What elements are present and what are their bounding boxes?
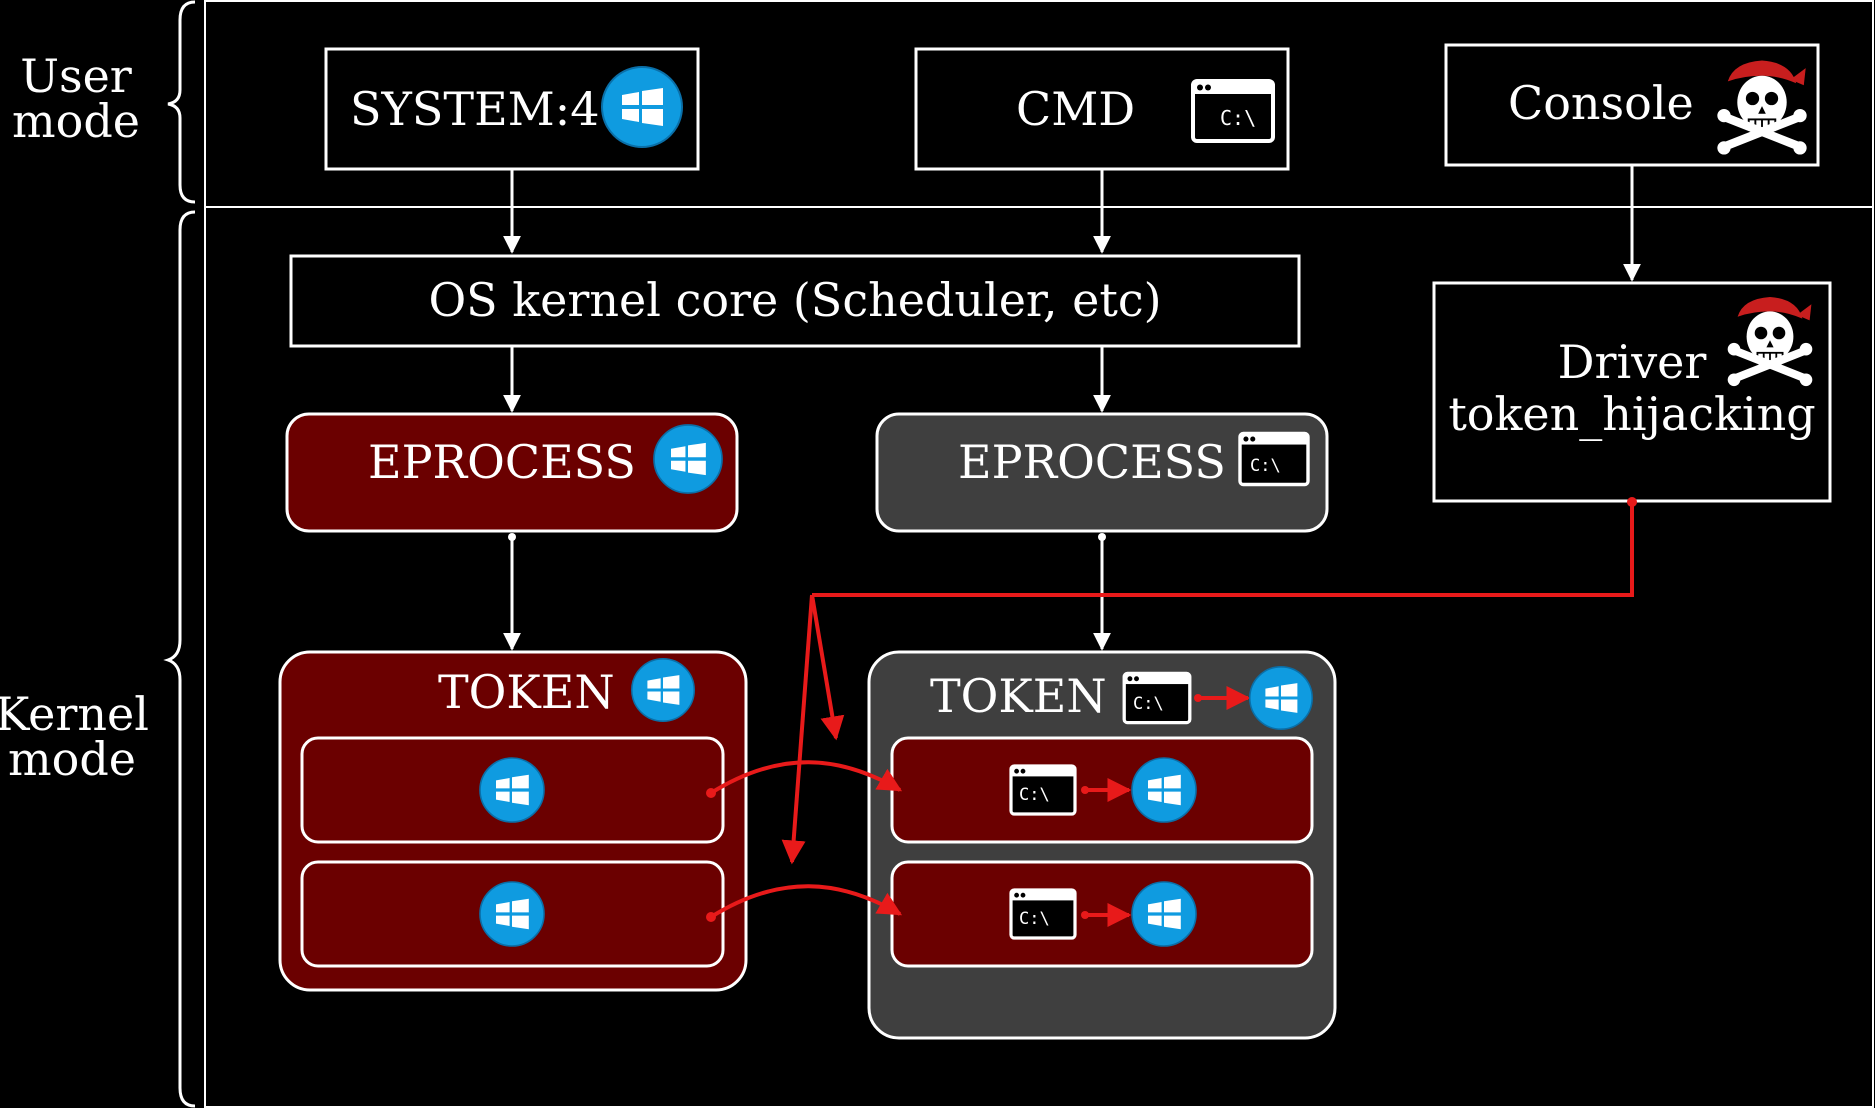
driver-label-line2: token_hijacking — [1448, 387, 1815, 441]
eprocess-cmd-label: EPROCESS — [958, 435, 1226, 489]
hijack-arrows — [706, 497, 1637, 922]
token-cmd-label: TOKEN — [930, 669, 1107, 723]
kernel-core-box: OS kernel core (Scheduler, etc) — [289, 254, 1301, 348]
windows-logo-icon — [1131, 881, 1197, 947]
console-process-label: Console — [1508, 76, 1694, 130]
cmd-process-box: CMD C:\ — [914, 47, 1290, 171]
user-mode-label-line1: User — [20, 49, 132, 103]
kernel-mode-label-line1: Kernel — [0, 687, 149, 741]
user-mode-label-line2: mode — [12, 94, 140, 148]
windows-logo-icon — [1249, 666, 1313, 730]
cmd-icon-text: C:\ — [1220, 106, 1256, 130]
windows-logo-icon — [1131, 757, 1197, 823]
windows-logo-icon — [479, 757, 545, 823]
system-process-box: SYSTEM:4 — [324, 47, 700, 171]
cmd-icon-text: C:\ — [1019, 785, 1050, 805]
windows-logo-icon — [631, 658, 695, 722]
token-cmd-box: TOKEN C:\ C:\ C:\ — [867, 650, 1337, 1040]
windows-logo-icon — [479, 881, 545, 947]
user-mode-brace — [167, 0, 196, 204]
cmd-process-label: CMD — [1016, 82, 1135, 136]
cmd-icon-text: C:\ — [1250, 456, 1281, 476]
eprocess-system-box: EPROCESS — [285, 412, 739, 533]
kernel-mode-label-line2: mode — [8, 732, 136, 786]
kernel-mode-brace — [163, 210, 196, 1108]
cmd-icon-text: C:\ — [1133, 694, 1164, 714]
system-process-label: SYSTEM:4 — [350, 82, 600, 136]
windows-logo-icon — [653, 424, 723, 494]
driver-box: Driver token_hijacking — [1432, 281, 1832, 503]
eprocess-system-label: EPROCESS — [368, 435, 636, 489]
console-process-box: Console — [1444, 43, 1820, 167]
windows-logo-icon — [601, 66, 683, 148]
driver-label-line1: Driver — [1558, 335, 1707, 389]
token-system-box: TOKEN — [278, 650, 748, 992]
kernel-core-label: OS kernel core (Scheduler, etc) — [428, 273, 1161, 327]
token-system-label: TOKEN — [438, 665, 615, 719]
kernel-mode-frame — [204, 206, 1874, 1108]
eprocess-cmd-box: EPROCESS C:\ — [875, 412, 1329, 533]
cmd-icon-text: C:\ — [1019, 909, 1050, 929]
